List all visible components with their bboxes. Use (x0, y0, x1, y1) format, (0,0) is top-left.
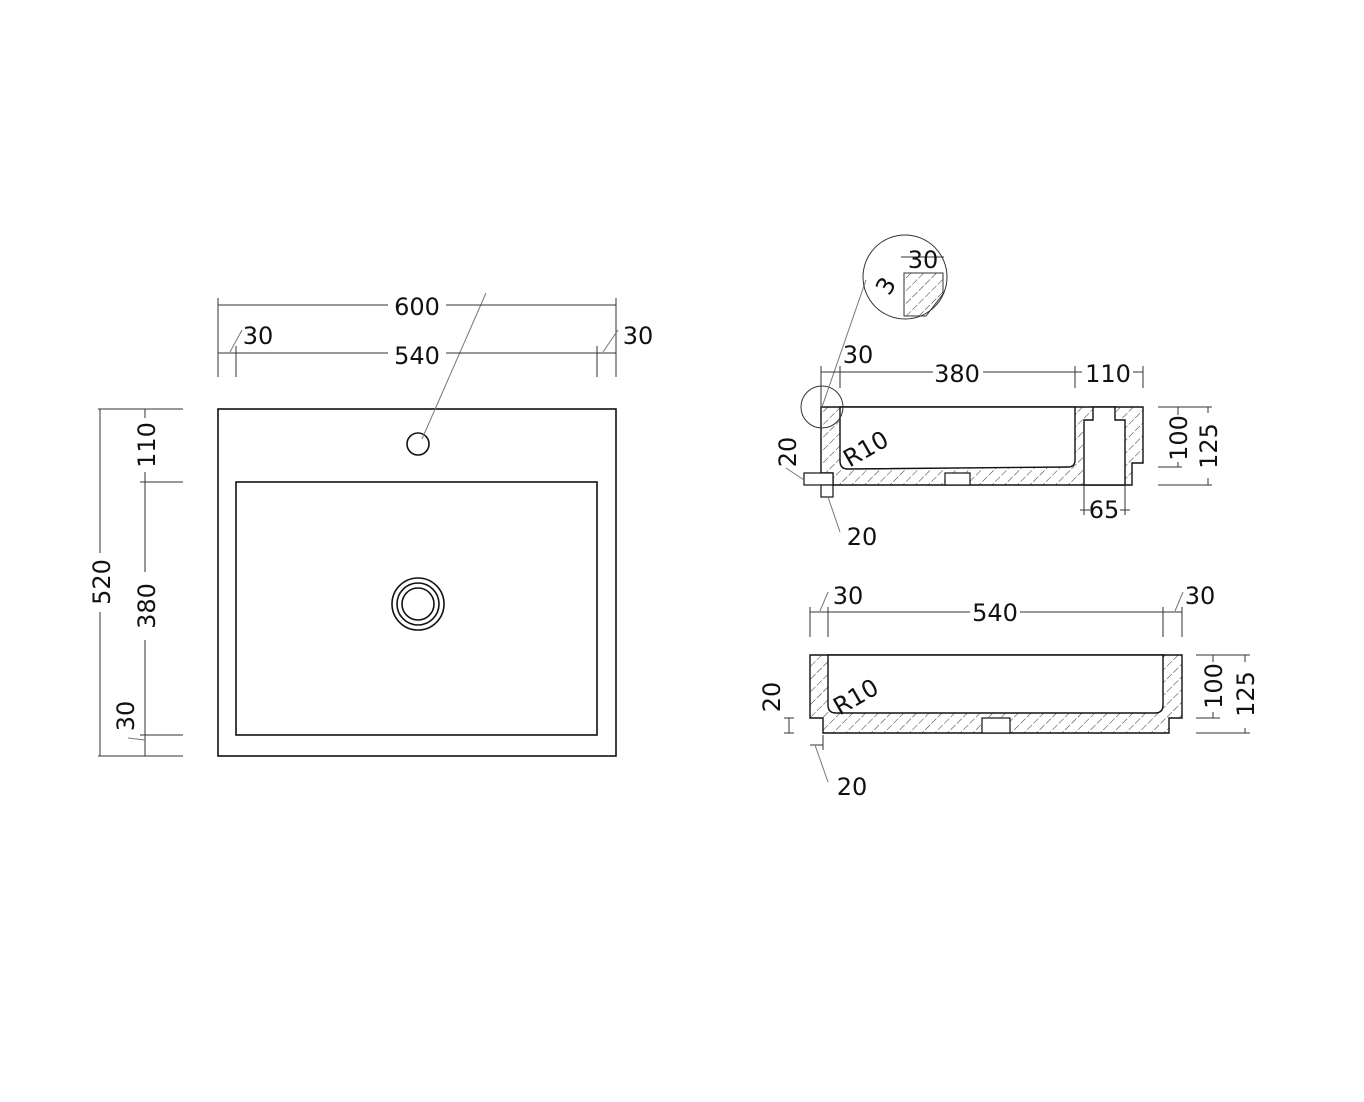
plan-view: 600 540 30 30 520 110 380 30 (88, 292, 654, 757)
basin-outline (217, 408, 617, 757)
detail-width: 30 (908, 246, 939, 274)
dim-foot-height: 20 (774, 437, 802, 468)
dim-deck-length: 110 (1085, 360, 1131, 388)
dim-overall-depth: 520 (88, 559, 116, 605)
dim-basin-length: 380 (934, 360, 980, 388)
dim-overall-height: 125 (1232, 671, 1260, 717)
dim-inner-height: 100 (1200, 663, 1228, 709)
dim-left-wall: 30 (843, 341, 874, 369)
detail-chamfer: 3 (870, 272, 902, 299)
dim-left-wall: 30 (833, 582, 864, 610)
dim-overall-width: 600 (394, 293, 440, 321)
dim-foot-height: 20 (758, 682, 786, 713)
side-section: 30 3 30 380 110 R10 100 125 20 20 65 (774, 234, 1223, 551)
drain-icon (391, 577, 445, 631)
tap-hole (406, 432, 430, 456)
tap-hole-leader (421, 292, 487, 440)
dim-left-rim: 30 (243, 322, 274, 350)
dim-right-rim: 30 (623, 322, 654, 350)
dim-back-deck: 110 (133, 422, 161, 468)
bowl-outline (235, 481, 598, 736)
dim-overflow-width: 65 (1089, 496, 1120, 524)
dim-inner-height: 100 (1165, 415, 1193, 461)
dim-right-wall: 30 (1185, 582, 1216, 610)
dim-inner-width: 540 (394, 342, 440, 370)
dim-foot-inset: 20 (847, 523, 878, 551)
dim-overall-height: 125 (1195, 423, 1223, 469)
detail-callout: 30 3 (862, 234, 948, 320)
dim-foot-inset: 20 (837, 773, 868, 801)
dim-front-rim: 30 (112, 701, 140, 732)
dim-inner-width: 540 (972, 599, 1018, 627)
front-section: 30 540 30 R10 100 125 20 20 (758, 582, 1260, 801)
dim-basin-depth: 380 (133, 583, 161, 629)
detail-marker-circle (800, 385, 844, 429)
